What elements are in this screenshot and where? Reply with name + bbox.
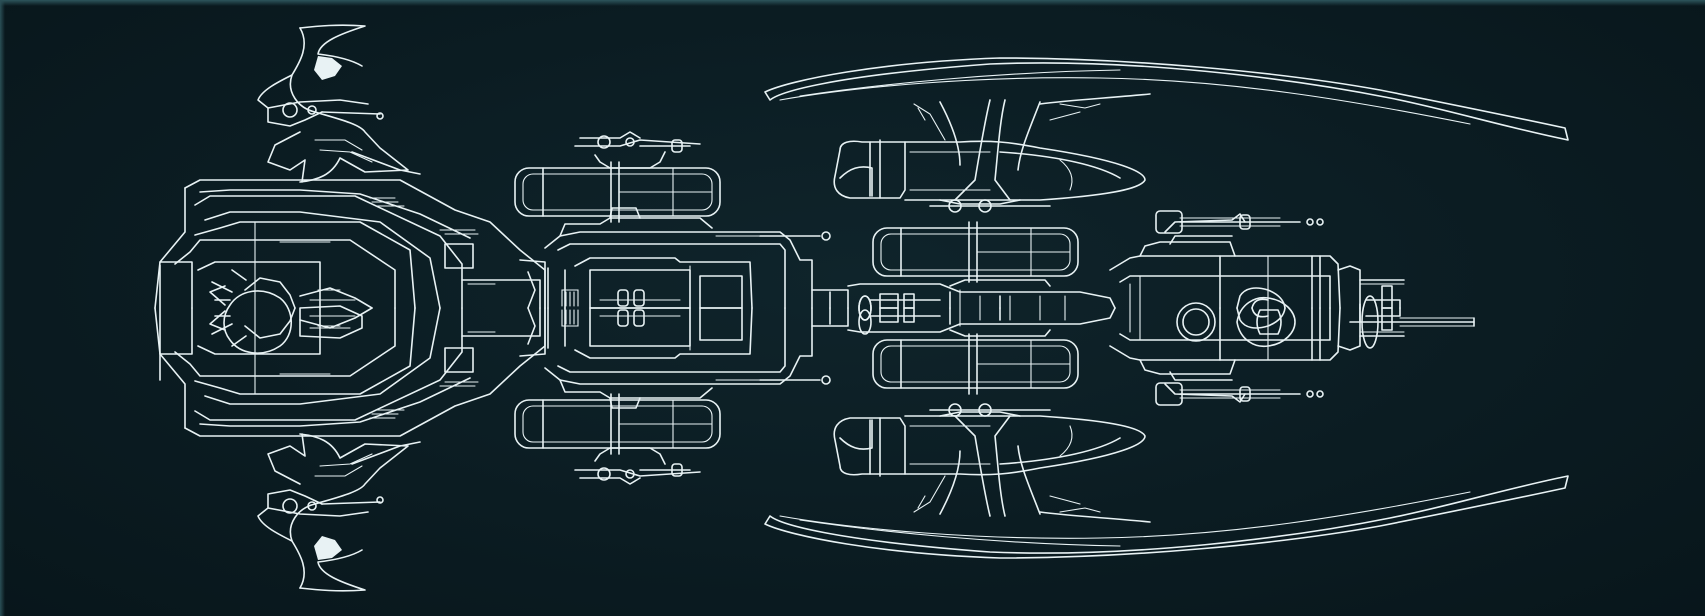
nose-collar bbox=[1362, 296, 1378, 348]
ship-half-lower bbox=[155, 296, 1568, 591]
centerline-details bbox=[160, 265, 1474, 380]
nose-spike bbox=[1350, 304, 1474, 322]
bow-dome bbox=[1237, 298, 1295, 347]
bow-sensor-ring-inner bbox=[1183, 309, 1209, 335]
aft-engine-core bbox=[224, 291, 291, 353]
ship-half-upper bbox=[155, 25, 1568, 320]
bow-sensor-ring-outer bbox=[1177, 303, 1215, 341]
